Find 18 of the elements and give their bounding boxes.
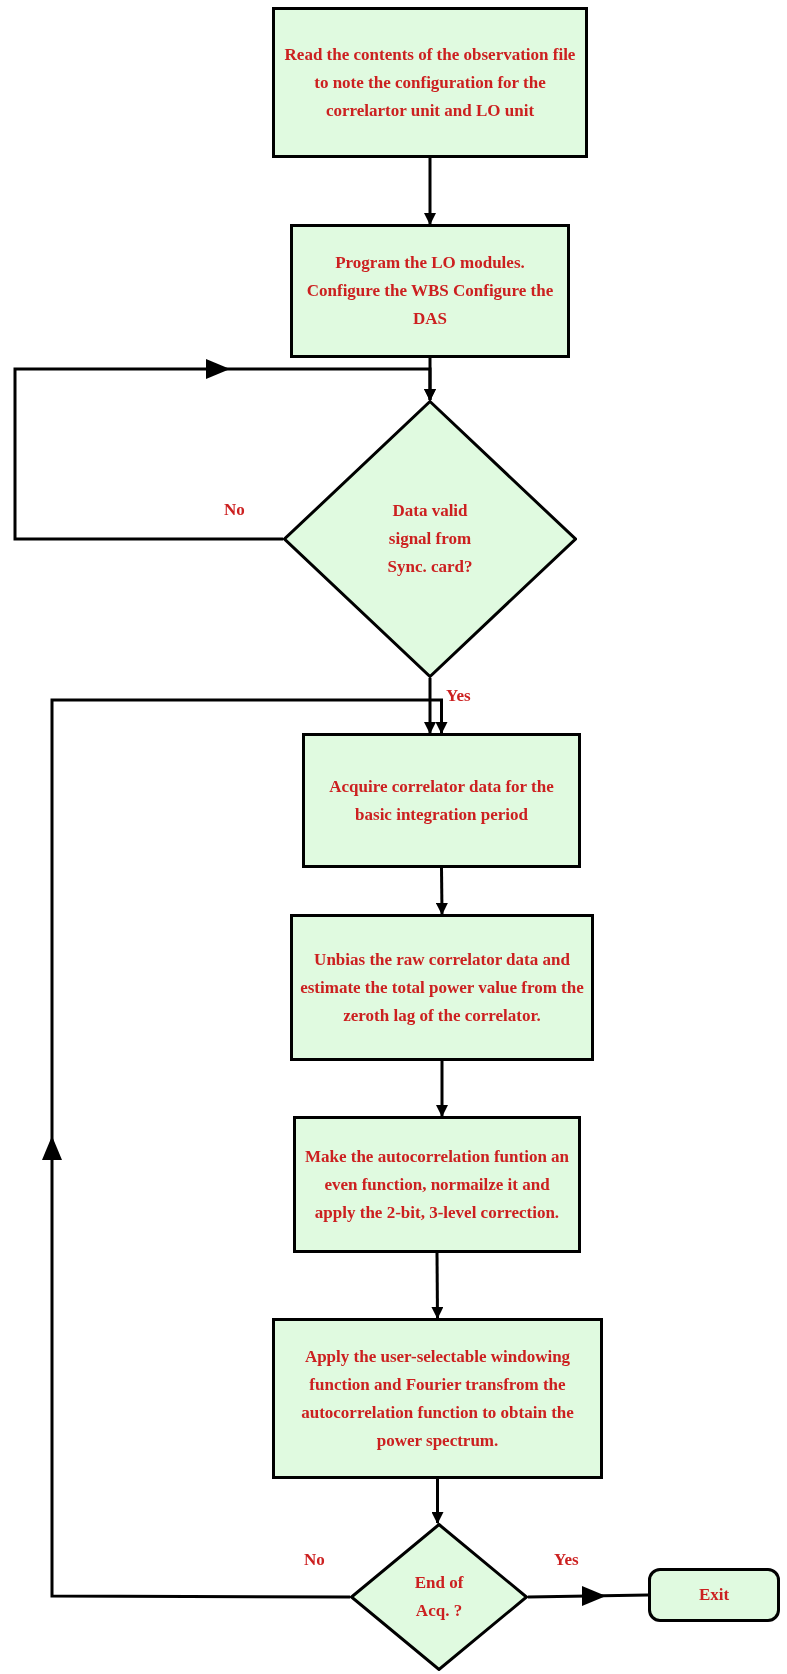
- node-text: Acquire correlator data for the basic integration period: [328, 775, 555, 826]
- process-box: [302, 733, 581, 868]
- decision-diamond: [283, 400, 577, 678]
- process-box: [290, 914, 594, 1061]
- node-text: Program the LO modules. Configure the WBS Configure the DAS: [305, 252, 555, 330]
- node-text: Apply the user-selectable windowing function and Fourier transfrom the autocorrelation function to obtain the power spectrum.: [300, 1345, 575, 1452]
- node-text: Exit: [697, 1584, 731, 1606]
- terminal-box: [648, 1568, 780, 1622]
- process-box: [293, 1116, 581, 1253]
- node-text: Read the contents of the observation file to note the configuration for the correlartor unit and LO unit: [283, 43, 577, 122]
- node-text: Make the autocorrelation funtion an even function, normailze it and apply the 2-bit, 3-level correction.: [303, 1145, 571, 1224]
- decision-diamond: [350, 1523, 528, 1671]
- process-box: [272, 7, 588, 158]
- node-text: Data valid signal from Sync. card?: [386, 500, 474, 578]
- process-box: [290, 224, 570, 358]
- node-text: End of Acq. ?: [413, 1572, 465, 1622]
- node-text: Unbias the raw correlator data and estimate the total power value from the zeroth lag of the correlator.: [299, 948, 585, 1027]
- process-box: [272, 1318, 603, 1479]
